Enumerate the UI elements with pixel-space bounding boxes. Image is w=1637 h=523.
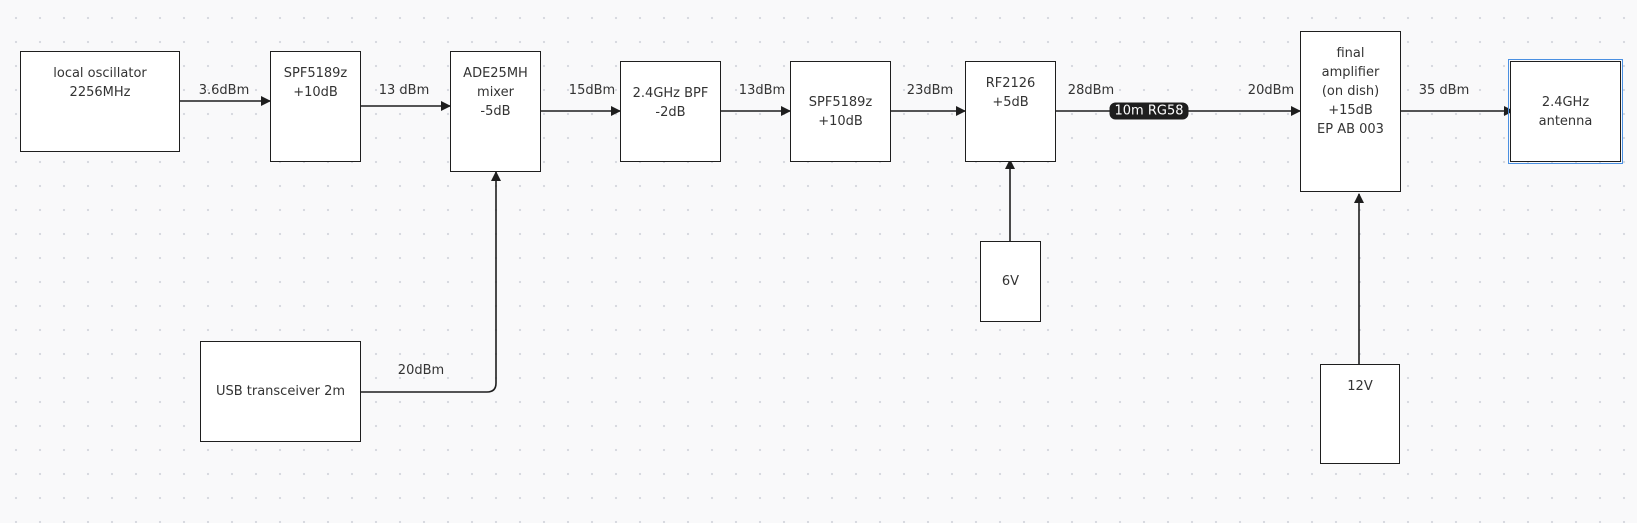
edge-label-rf2126-cable: 28dBm: [1067, 83, 1115, 98]
spf5189z-amp-2-block[interactable]: SPF5189z +10dB: [790, 61, 891, 162]
antenna-block[interactable]: 2.4GHz antenna: [1508, 59, 1623, 164]
edge-label-spf2-rf2126: 23dBm: [906, 83, 954, 98]
edge-label-spf1-mixer: 13 dBm: [378, 83, 430, 98]
12v-supply-block[interactable]: 12V: [1320, 364, 1400, 464]
6v-supply-block[interactable]: 6V: [980, 241, 1041, 322]
edge-label-lo-spf1: 3.6dBm: [198, 83, 250, 98]
usb-transceiver-block[interactable]: USB transceiver 2m: [200, 341, 361, 442]
bpf-2-4ghz-block[interactable]: 2.4GHz BPF -2dB: [620, 61, 721, 162]
edge-label-mixer-bpf: 15dBm: [568, 83, 616, 98]
cable-label-pill[interactable]: 10m RG58: [1109, 102, 1189, 120]
spf5189z-amp-1-block[interactable]: SPF5189z +10dB: [270, 51, 361, 162]
wire-usb-mixer: [361, 171, 501, 393]
rf2126-amp-block[interactable]: RF2126 +5dB: [965, 61, 1056, 162]
ade25mh-mixer-block[interactable]: ADE25MH mixer -5dB: [450, 51, 541, 172]
local-oscillator-block[interactable]: local oscillator 2256MHz: [20, 51, 180, 152]
edge-label-cable-final-amp: 20dBm: [1247, 83, 1295, 98]
edge-label-bpf-spf2: 13dBm: [738, 83, 786, 98]
edge-label-usb-mixer: 20dBm: [397, 363, 445, 378]
final-amplifier-block[interactable]: final amplifier (on dish) +15dB EP AB 00…: [1300, 31, 1401, 192]
edge-label-final-amp-antenna: 35 dBm: [1418, 83, 1470, 98]
